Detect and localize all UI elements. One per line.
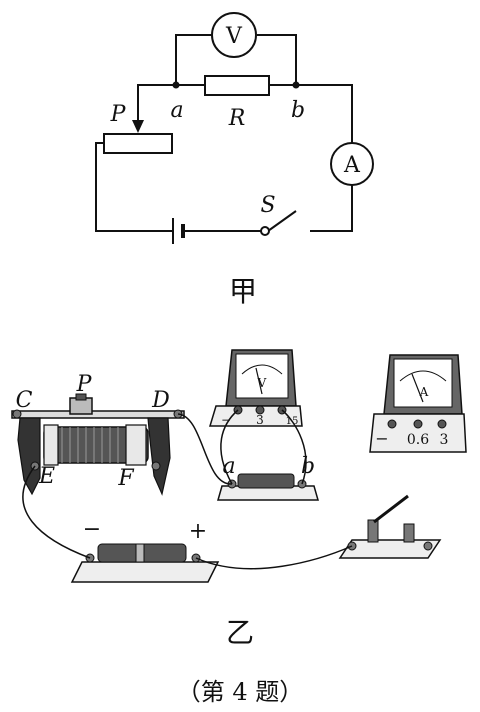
term-e-label: E [38, 464, 55, 489]
switch-hinge [367, 519, 379, 543]
ammeter-terminal-neg: − [375, 429, 388, 448]
wire-e-to-battery [22, 465, 91, 559]
ammeter-scale-arc [399, 370, 447, 382]
wire-a-to-voltmeter [220, 409, 239, 485]
circuit-physical-b [11, 349, 467, 583]
resistor-symbol [204, 75, 270, 96]
voltmeter-label: V [225, 24, 243, 49]
rheostat-collar-left [43, 424, 59, 466]
rheostat-symbol [103, 133, 173, 154]
ammeter-post-3 [437, 419, 447, 429]
wire-ammeter-to-switch [310, 185, 353, 232]
voltmeter-dial [235, 353, 289, 399]
knife-switch [338, 494, 442, 559]
figure-number-label: （第 4 题） [177, 678, 304, 706]
wire-voltmeter-right [257, 34, 297, 85]
voltmeter-device [208, 349, 303, 427]
wire-battery-to-rheostat [95, 142, 173, 232]
circuit-b-labels: C P D E F a b − + V − 3 15 A − 0.6 3 乙 [16, 372, 449, 649]
slider-label: P [110, 102, 127, 127]
wire-b-to-ammeter [296, 84, 353, 144]
rheostat-slider-arrow [132, 120, 144, 133]
caption-b: 乙 [226, 616, 254, 649]
switch-contact [403, 523, 415, 543]
ammeter-device [369, 354, 467, 453]
node-b-label: b [291, 98, 305, 123]
term-p-label: P [76, 372, 93, 397]
switch-post-right [423, 541, 433, 551]
battery-band [135, 543, 145, 563]
node-b-physical-label: b [301, 454, 315, 479]
term-d-label: D [151, 388, 170, 413]
terminal-c [12, 409, 22, 419]
ammeter-terminal-3: 3 [440, 432, 449, 448]
voltmeter-terminal-3: 3 [256, 413, 264, 427]
node-a-physical-label: a [222, 454, 235, 479]
rheostat-slide-bar [11, 410, 185, 419]
rheostat-leg-left [17, 417, 41, 496]
sliding-rheostat [11, 393, 185, 496]
voltmeter-symbol [211, 12, 257, 58]
terminal-f [151, 461, 161, 471]
rheostat-collar-right [125, 424, 147, 466]
rheostat-slider-wire [137, 84, 176, 124]
voltmeter-terminal-15: 15 [286, 416, 299, 427]
battery-neg-label: − [83, 517, 101, 542]
switch-blade-physical [373, 494, 409, 524]
ammeter-terminal-06: 0.6 [407, 432, 429, 448]
ammeter-label: A [343, 153, 361, 178]
rheostat-leg-right [147, 417, 171, 496]
voltmeter-scale-arc [241, 364, 283, 375]
voltmeter-post-3 [255, 405, 265, 415]
switch-blade [267, 210, 297, 232]
ammeter-dial [393, 358, 453, 408]
battery-base [70, 561, 220, 583]
voltmeter-device-letter: V [257, 376, 267, 390]
caption-a: 甲 [229, 275, 257, 308]
circuit-diagram-a [95, 12, 374, 244]
term-f-label: F [117, 466, 134, 491]
voltmeter-terminal-neg: − [221, 413, 231, 427]
switch-pivot [260, 226, 270, 236]
wire-battery-to-switch [195, 545, 353, 570]
rheostat-slider-knob [75, 393, 87, 401]
term-c-label: C [16, 388, 33, 413]
wire-b-to-voltmeter [281, 409, 307, 485]
ammeter-needle [411, 373, 424, 403]
resistor-board [217, 473, 319, 501]
ammeter-post-neg [387, 419, 397, 429]
battery-pos-label: + [189, 519, 207, 544]
junction-dot-a [172, 81, 180, 89]
resistor-coil [237, 473, 295, 489]
wire-d-to-a [177, 413, 233, 485]
node-a-label: a [170, 98, 183, 123]
junction-dot-b [292, 81, 300, 89]
switch-label: S [260, 193, 275, 218]
voltmeter-needle [255, 367, 263, 395]
wire-voltmeter-left [175, 34, 212, 85]
circuit-a-labels: V A R P a b S 甲 [110, 24, 361, 308]
battery-board [70, 543, 220, 583]
resistor-label: R [228, 106, 246, 131]
ammeter-post-06 [413, 419, 423, 429]
ammeter-device-letter: A [419, 385, 429, 399]
